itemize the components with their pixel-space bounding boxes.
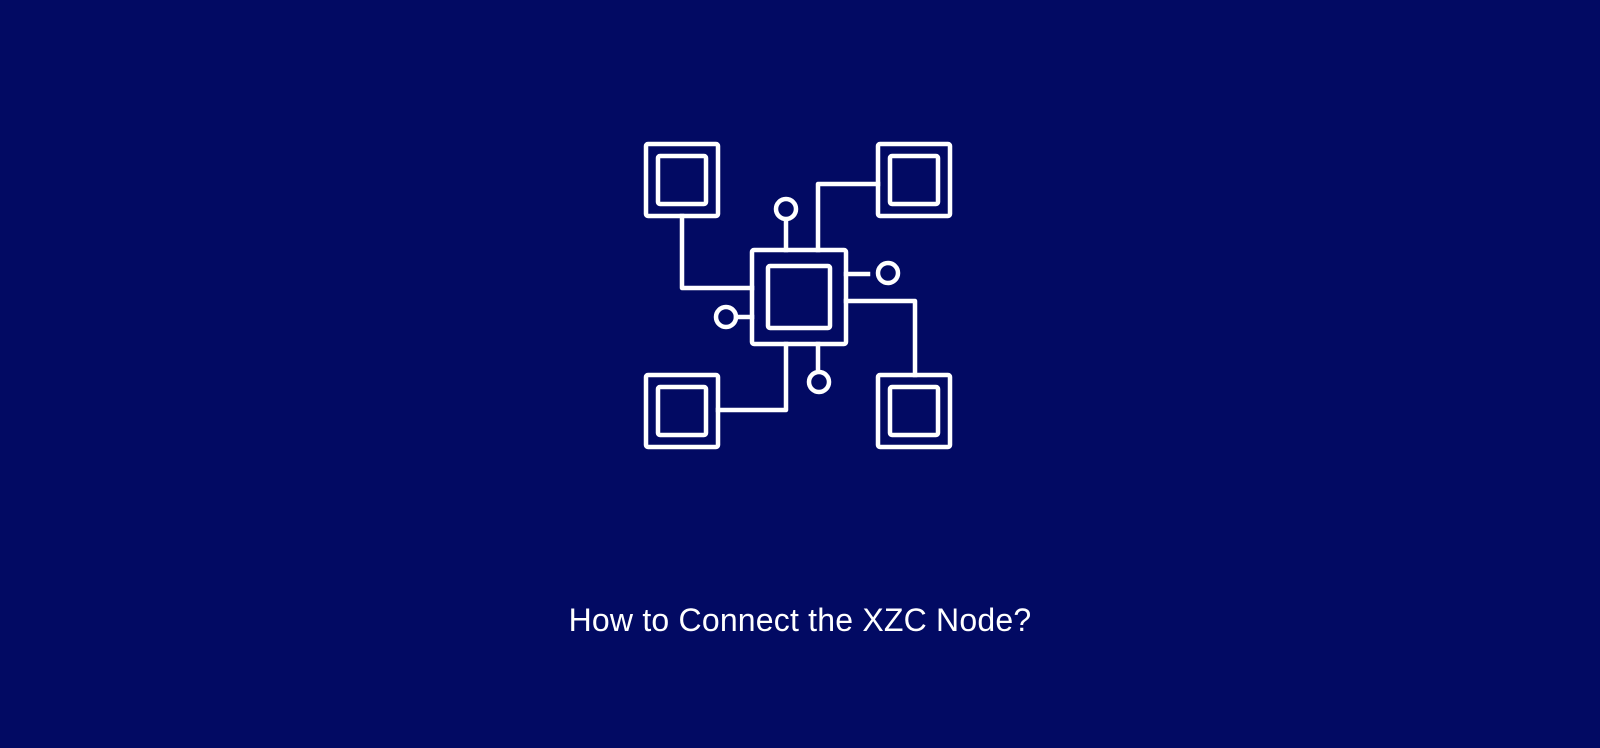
connector-lines [679,181,918,413]
pin-terminals [713,196,901,395]
central-chip-icon [749,247,849,347]
bottom-left-node-icon [643,372,721,450]
top-right-node-icon [875,141,953,219]
headline-title: How to Connect the XZC Node? [568,602,1032,638]
bottom-right-node-icon [875,372,953,450]
network-node-icon [643,141,953,450]
top-left-node-icon [643,141,721,219]
